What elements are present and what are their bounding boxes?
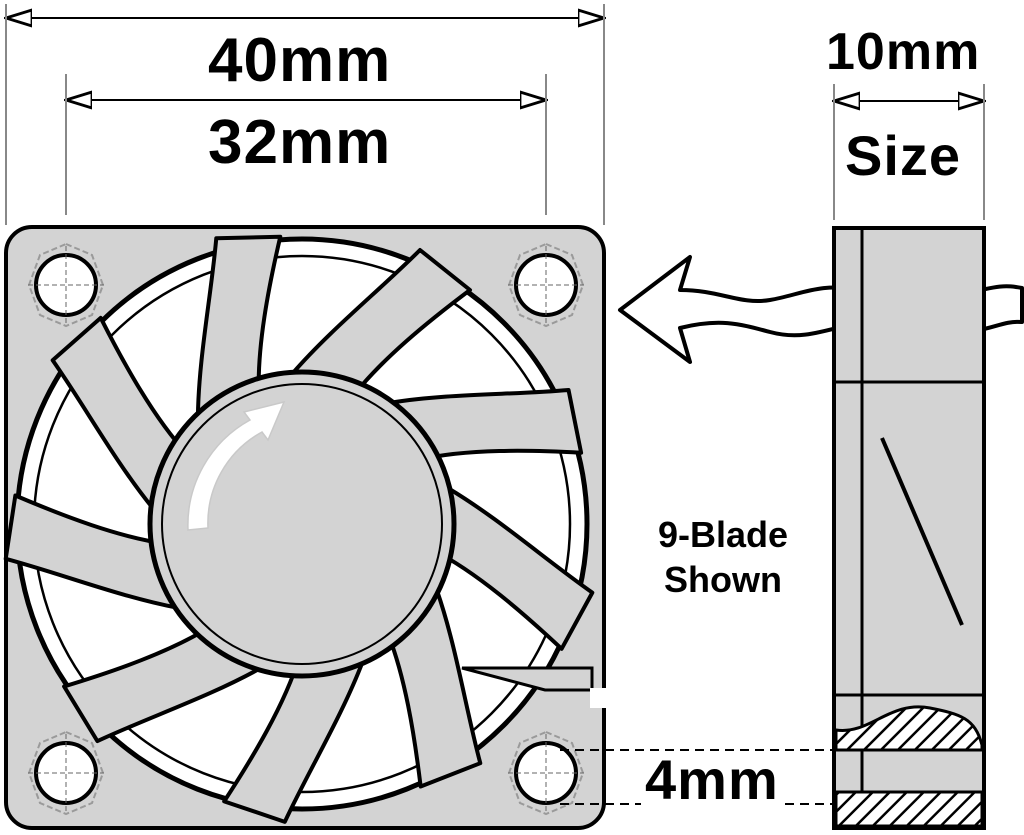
thickness-dimension-line	[834, 84, 984, 220]
fan-side-view	[832, 226, 986, 830]
mounting-hole-top-left	[27, 242, 105, 328]
thickness-caption: Size	[845, 124, 962, 187]
airflow-arrow-icon	[618, 255, 1024, 364]
fan-front-view	[3, 225, 606, 830]
blade-count-line2: Shown	[664, 559, 782, 600]
width-dimension-line	[6, 4, 604, 225]
fan-blades	[3, 234, 595, 824]
mounting-hole-bottom-left	[27, 730, 105, 816]
outer-width-label: 40mm	[208, 26, 392, 95]
hole-spacing-label: 32mm	[208, 108, 392, 177]
flange-label: 4mm	[641, 752, 783, 808]
mounting-hole-bottom-right	[507, 730, 585, 816]
blade-count-line1: 9-Blade	[657, 514, 789, 555]
hole-spacing-dimension-line	[66, 74, 546, 215]
blade-count-caption: 9-Blade Shown	[628, 512, 818, 602]
mounting-hole-top-right	[507, 242, 585, 328]
rotation-arrow-icon	[187, 400, 286, 531]
thickness-label: 10mm	[826, 23, 981, 81]
